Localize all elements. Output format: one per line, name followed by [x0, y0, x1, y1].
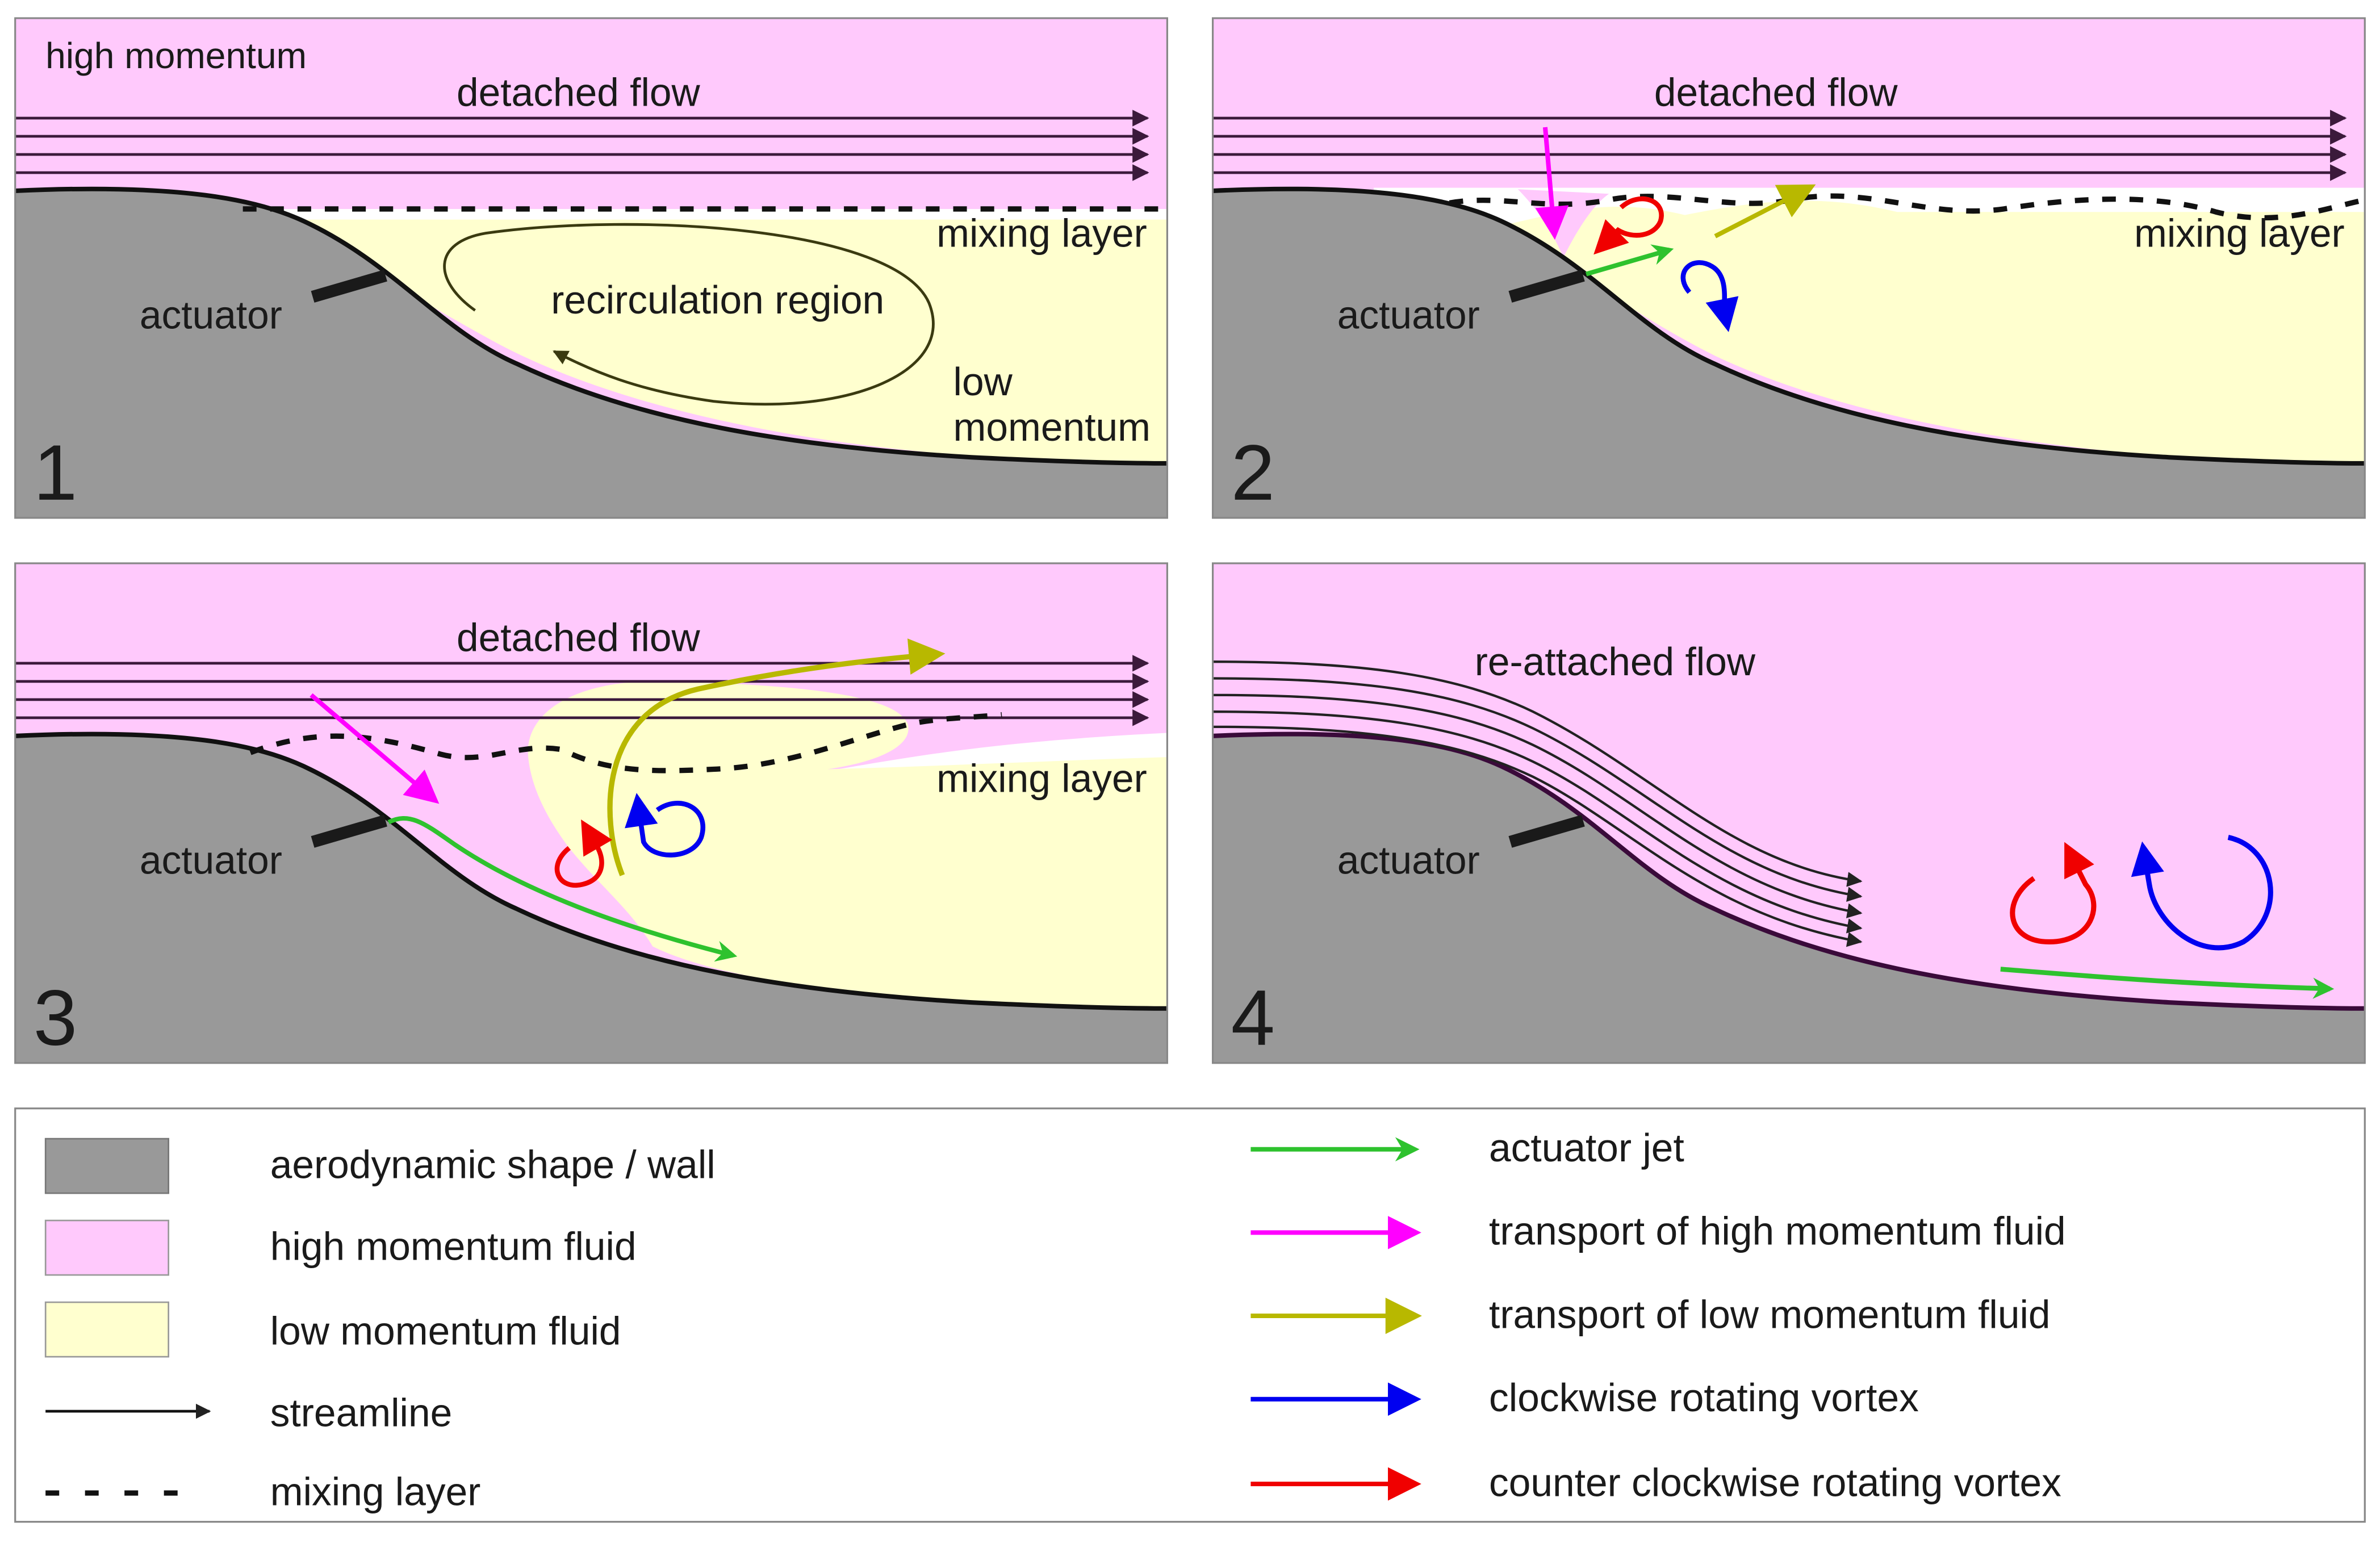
recirculation-region-label: recirculation region [551, 278, 884, 322]
mixing-layer-label: mixing layer [936, 756, 1147, 801]
legend-swatch-low-momentum [44, 1301, 170, 1358]
streamline [1212, 710, 1863, 934]
panel-number: 4 [1231, 974, 1275, 1062]
actuator-label: actuator [140, 293, 282, 337]
actuator [1508, 814, 1585, 848]
panel-4: re-attached flow actuator 4 [1212, 563, 2365, 1063]
detached-flow-label: detached flow [1654, 70, 1898, 115]
actuator-label: actuator [1337, 838, 1480, 883]
mixing-layer-label: mixing layer [2134, 211, 2345, 256]
streamline [1212, 725, 1863, 947]
legend-label: high momentum fluid [270, 1224, 637, 1268]
legend-label: transport of low momentum fluid [1489, 1292, 2050, 1336]
wall-shape [15, 189, 1168, 518]
counter-clockwise-vortex [554, 819, 613, 888]
legend-swatch-high-momentum [44, 1219, 170, 1276]
wall-outline [15, 731, 1168, 1011]
legend-swatch-wall [44, 1138, 170, 1194]
clockwise-vortex [2131, 835, 2273, 951]
counter-clockwise-vortex [2010, 842, 2097, 944]
wall-shape [1212, 734, 2365, 1063]
legend-label: clockwise rotating vortex [1489, 1375, 1919, 1420]
transport-low-momentum-arrow [607, 638, 946, 876]
legend-label: counter clockwise rotating vortex [1489, 1460, 2061, 1504]
wall-shape [15, 734, 1168, 1063]
actuator-jet-arrow [1585, 244, 1674, 277]
actuator [1508, 270, 1585, 303]
legend-label: aerodynamic shape / wall [270, 1142, 716, 1186]
mixing-layer-line [1449, 193, 2365, 221]
streamline [1212, 693, 1863, 918]
reattached-flow-label: re-attached flow [1475, 639, 1756, 684]
clockwise-vortex [625, 793, 705, 858]
reattached-streamlines [1212, 660, 1863, 947]
actuator-jet-arrow [2000, 967, 2335, 999]
wall-shape [1212, 189, 2365, 518]
panel-3: detached flow mixing layer actuator 3 [15, 563, 1168, 1063]
legend: aerodynamic shape / wall high momentum f… [14, 1107, 2366, 1523]
high-momentum-label: high momentum [45, 35, 307, 76]
panel-1: high momentum detached flow mixing layer… [15, 18, 1168, 518]
legend-label: transport of high momentum fluid [1489, 1209, 2066, 1253]
legend-label: low momentum fluid [270, 1309, 621, 1353]
legend-label: mixing layer [270, 1469, 481, 1513]
low-momentum-region [528, 681, 1168, 1007]
panel-number: 2 [1231, 429, 1275, 517]
panel-1-border [14, 17, 1169, 519]
actuator-jet-arrow [387, 816, 738, 962]
transport-high-momentum-arrow [309, 693, 440, 804]
legend-label: streamline [270, 1391, 452, 1435]
transport-high-momentum-arrow [1535, 127, 1569, 240]
panel-number: 1 [34, 429, 77, 517]
counter-clockwise-vortex [1593, 196, 1664, 255]
detached-flow-label: detached flow [457, 70, 701, 115]
actuator-label: actuator [1337, 293, 1480, 337]
clockwise-vortex [1680, 260, 1739, 332]
panel-2: detached flow mixing layer actuator 2 [1212, 18, 2365, 518]
actuator [311, 814, 387, 848]
detached-flow-label: detached flow [457, 616, 701, 660]
streamlines [1212, 110, 2347, 181]
actuator-label: actuator [140, 838, 282, 883]
low-momentum-region [265, 219, 1168, 462]
legend-frame [14, 1107, 2366, 1523]
streamline [1212, 677, 1863, 902]
recirculation-streamline [443, 223, 935, 406]
mixing-layer-line [249, 712, 1002, 773]
streamlines [15, 110, 1149, 181]
transport-low-momentum-arrow [1714, 184, 1816, 239]
panel-3-border [14, 562, 1169, 1064]
low-momentum-label: low [953, 359, 1013, 404]
legend-label: actuator jet [1489, 1126, 1684, 1170]
wall-outline [1212, 186, 2365, 466]
wall-outline [15, 186, 1168, 466]
actuator [311, 270, 387, 303]
low-momentum-label: momentum [953, 405, 1151, 449]
panel-4-border [1211, 562, 2366, 1064]
panel-number: 3 [34, 974, 77, 1062]
streamline [1212, 660, 1863, 887]
panel-2-border [1211, 17, 2366, 519]
mixing-layer-label: mixing layer [936, 211, 1147, 256]
